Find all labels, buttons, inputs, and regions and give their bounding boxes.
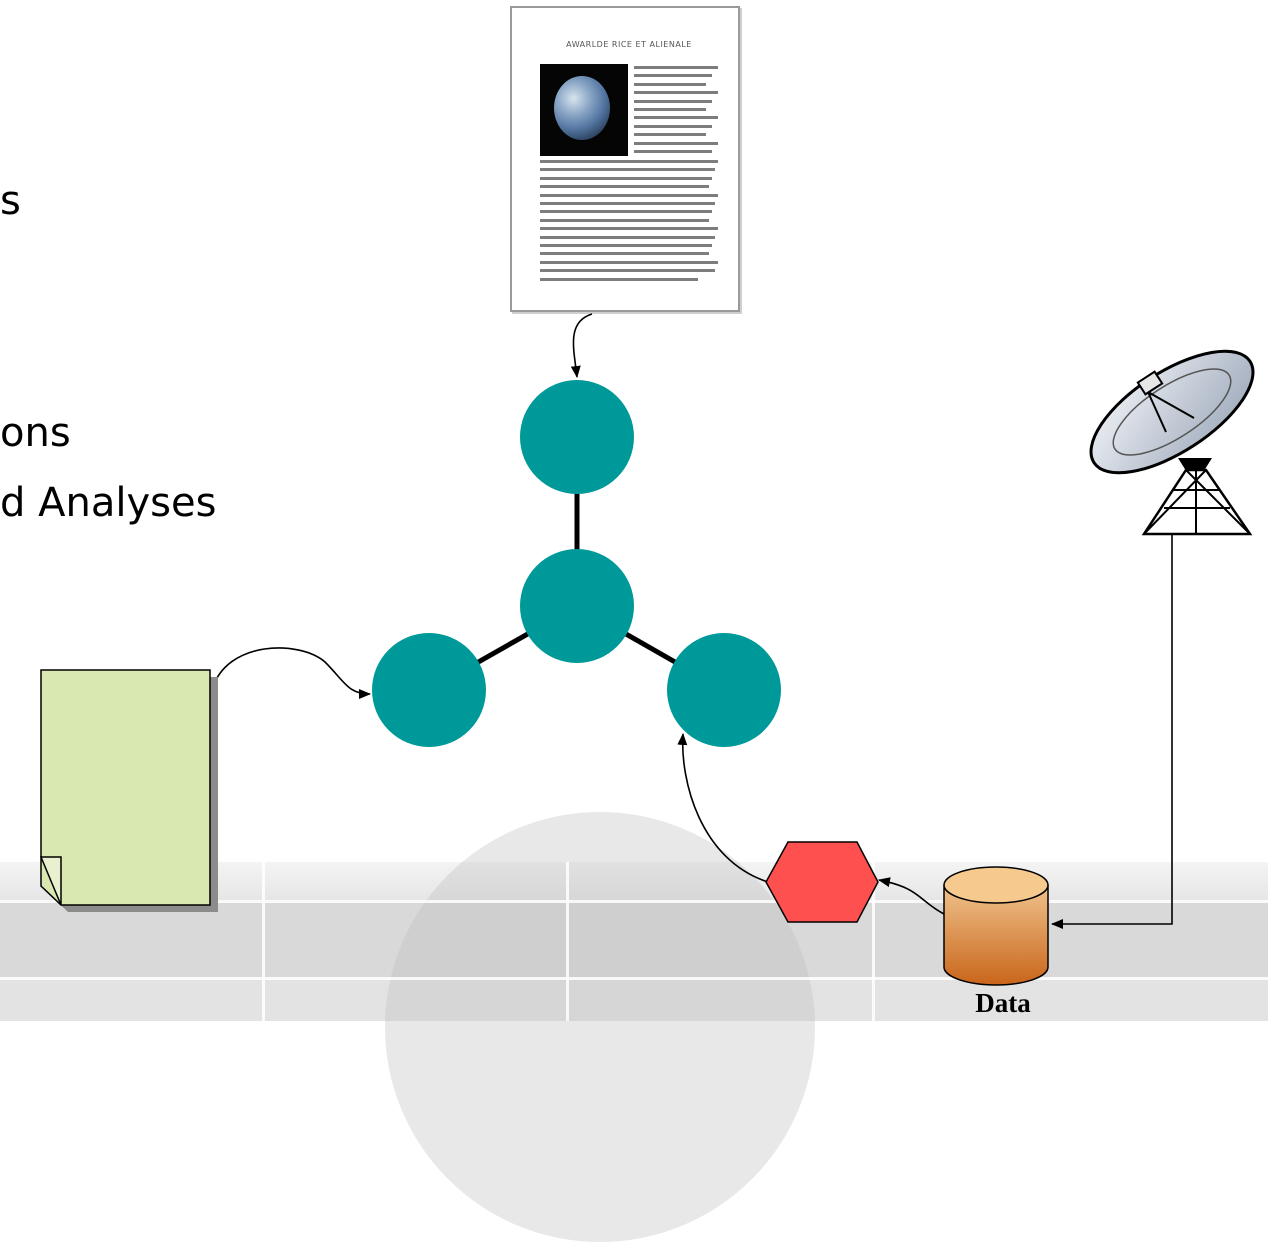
newsletter-text-line: [540, 185, 709, 189]
satellite-dish-icon: [1089, 349, 1255, 536]
background-grid-line: [566, 862, 569, 1021]
network-diagram: [39, 313, 1255, 986]
background-grid-line: [262, 862, 265, 1021]
note-page-icon: [39, 669, 218, 912]
background-grid-line: [0, 977, 1268, 980]
bullet-text-2: ons: [0, 410, 71, 456]
arrow-data-to-process: [878, 877, 945, 915]
newsletter-text-line: [634, 150, 712, 153]
newsletter-text-line: [540, 227, 718, 231]
arrow-satellite-to-data: [1051, 534, 1173, 929]
newsletter-text-line: [540, 277, 698, 281]
newsletter-text-line: [540, 176, 712, 180]
database-cylinder-icon: [943, 866, 1049, 986]
newsletter-text-line: [634, 99, 712, 103]
newsletter-text-line: [540, 202, 715, 205]
node-top: [520, 380, 634, 494]
background-grid-line: [0, 900, 1268, 903]
arrow-note-to-node: [211, 647, 371, 699]
newsletter-text-line: [634, 108, 706, 111]
node-center: [520, 549, 634, 663]
newsletter-text-line: [540, 218, 709, 222]
newsletter-text-line: [634, 116, 718, 120]
background-band-middle: [0, 900, 1268, 978]
database-label: Data: [975, 988, 1031, 1018]
newsletter-photo: [540, 64, 628, 156]
newsletter-text-line: [540, 168, 715, 172]
background-band-bottom: [0, 978, 1268, 1021]
newsletter-text-line: [634, 124, 712, 128]
newsletter-text-line: [540, 160, 718, 163]
newsletter-text-line: [634, 66, 718, 69]
newsletter-text-line: [634, 91, 718, 95]
newsletter-text-line: [540, 210, 712, 214]
node-left: [372, 633, 486, 747]
newsletter-text-line: [540, 244, 712, 247]
newsletter-text-line: [540, 252, 709, 256]
newsletter-text-line: [634, 141, 718, 145]
earth-photo: [554, 76, 610, 140]
newsletter-document: AWARLDE RICE ET ALIENALE: [510, 6, 740, 312]
process-hexagon: [765, 841, 879, 923]
newsletter-text-line: [540, 260, 718, 264]
newsletter-text-line: [540, 269, 715, 273]
newsletter-text-line: [540, 235, 715, 239]
newsletter-headline: AWARLDE RICE ET ALIENALE: [566, 40, 692, 49]
arrow-document-to-node: [570, 313, 593, 378]
newsletter-text-line: [634, 74, 712, 78]
bullet-text-3: d Analyses: [0, 480, 217, 526]
background-grid-line: [872, 862, 875, 1021]
bullet-text-1: s: [0, 178, 21, 224]
newsletter-text-line: [634, 133, 706, 137]
node-right: [667, 633, 781, 747]
newsletter-text-line: [634, 82, 706, 86]
newsletter-text-line: [540, 193, 718, 197]
arrow-process-to-node: [677, 733, 769, 883]
